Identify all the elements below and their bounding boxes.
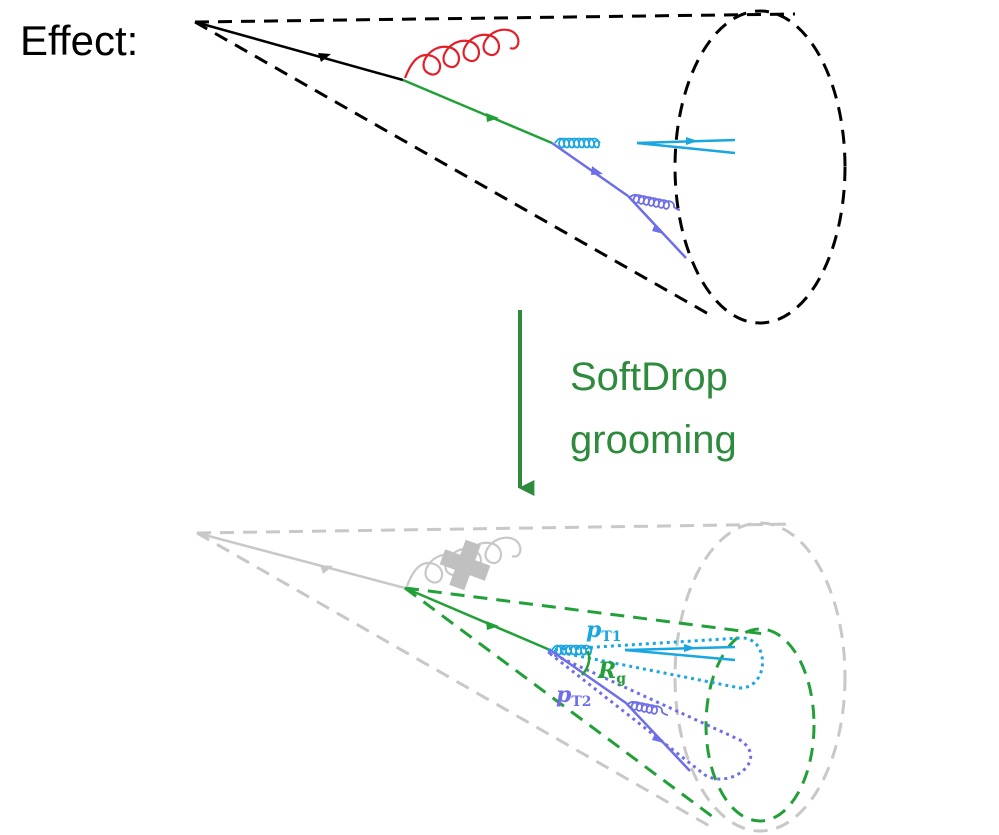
blue-gluon-radiation xyxy=(629,193,681,211)
grooming-label: grooming xyxy=(570,418,737,462)
removed-initial-quark xyxy=(196,531,406,590)
direction-arrow-icon xyxy=(486,621,499,630)
softdrop-label: SoftDrop xyxy=(570,355,728,399)
direction-arrow-icon xyxy=(486,113,499,122)
cyan-daughter-lower xyxy=(636,141,736,155)
direction-arrow-icon xyxy=(320,565,333,574)
cone-lower-edge xyxy=(194,20,713,318)
jet-cone-outline xyxy=(194,9,847,325)
cyan-gluon-branch xyxy=(554,137,736,155)
ungroomed-jet-diagram: Effect: xyxy=(20,9,847,325)
removed-jet-cone xyxy=(196,521,847,833)
groomed-jet-diagram: pT1 pT2 Rg xyxy=(196,521,847,833)
groomed-jet-cone xyxy=(404,586,816,823)
subjet-2: pT2 xyxy=(547,648,753,781)
direction-arrow-icon xyxy=(684,644,696,652)
groomed-green-quark xyxy=(404,586,551,652)
cone-opening-ellipse xyxy=(673,9,847,325)
direction-arrow-icon xyxy=(686,137,698,145)
effect-label: Effect: xyxy=(20,17,138,64)
pt2-label: pT2 xyxy=(556,682,592,710)
grooming-step: SoftDrop grooming xyxy=(518,310,737,496)
radiated-gluon xyxy=(403,28,520,79)
removed-cone-ellipse xyxy=(673,521,847,833)
subjet-1: pT1 xyxy=(547,617,764,690)
rg-angle-arc xyxy=(581,650,591,676)
direction-arrow-icon xyxy=(318,53,331,62)
removed-cone-upper-edge xyxy=(196,522,796,535)
initial-quark-line xyxy=(194,20,404,82)
subjet-1-daughter-lower xyxy=(624,648,736,662)
groomed-cone-ellipse xyxy=(704,627,816,823)
groomed-cone-upper-edge xyxy=(404,586,766,636)
direction-arrow-icon xyxy=(652,224,664,234)
direction-arrow-icon xyxy=(591,166,603,175)
subjet-1-daughter-upper xyxy=(624,645,736,652)
subjet-2-gluon xyxy=(627,700,669,716)
removed-cone-lower-edge xyxy=(196,531,714,830)
pt1-label: pT1 xyxy=(586,617,622,645)
subjet-1-dotted-outline xyxy=(547,636,764,690)
cone-upper-edge xyxy=(194,12,796,24)
cross-icon xyxy=(439,539,491,591)
groomed-cone-lower-edge xyxy=(404,586,718,822)
blue-quark-branch xyxy=(551,141,687,259)
rg-label: Rg xyxy=(597,658,626,687)
green-quark-line xyxy=(402,78,553,145)
